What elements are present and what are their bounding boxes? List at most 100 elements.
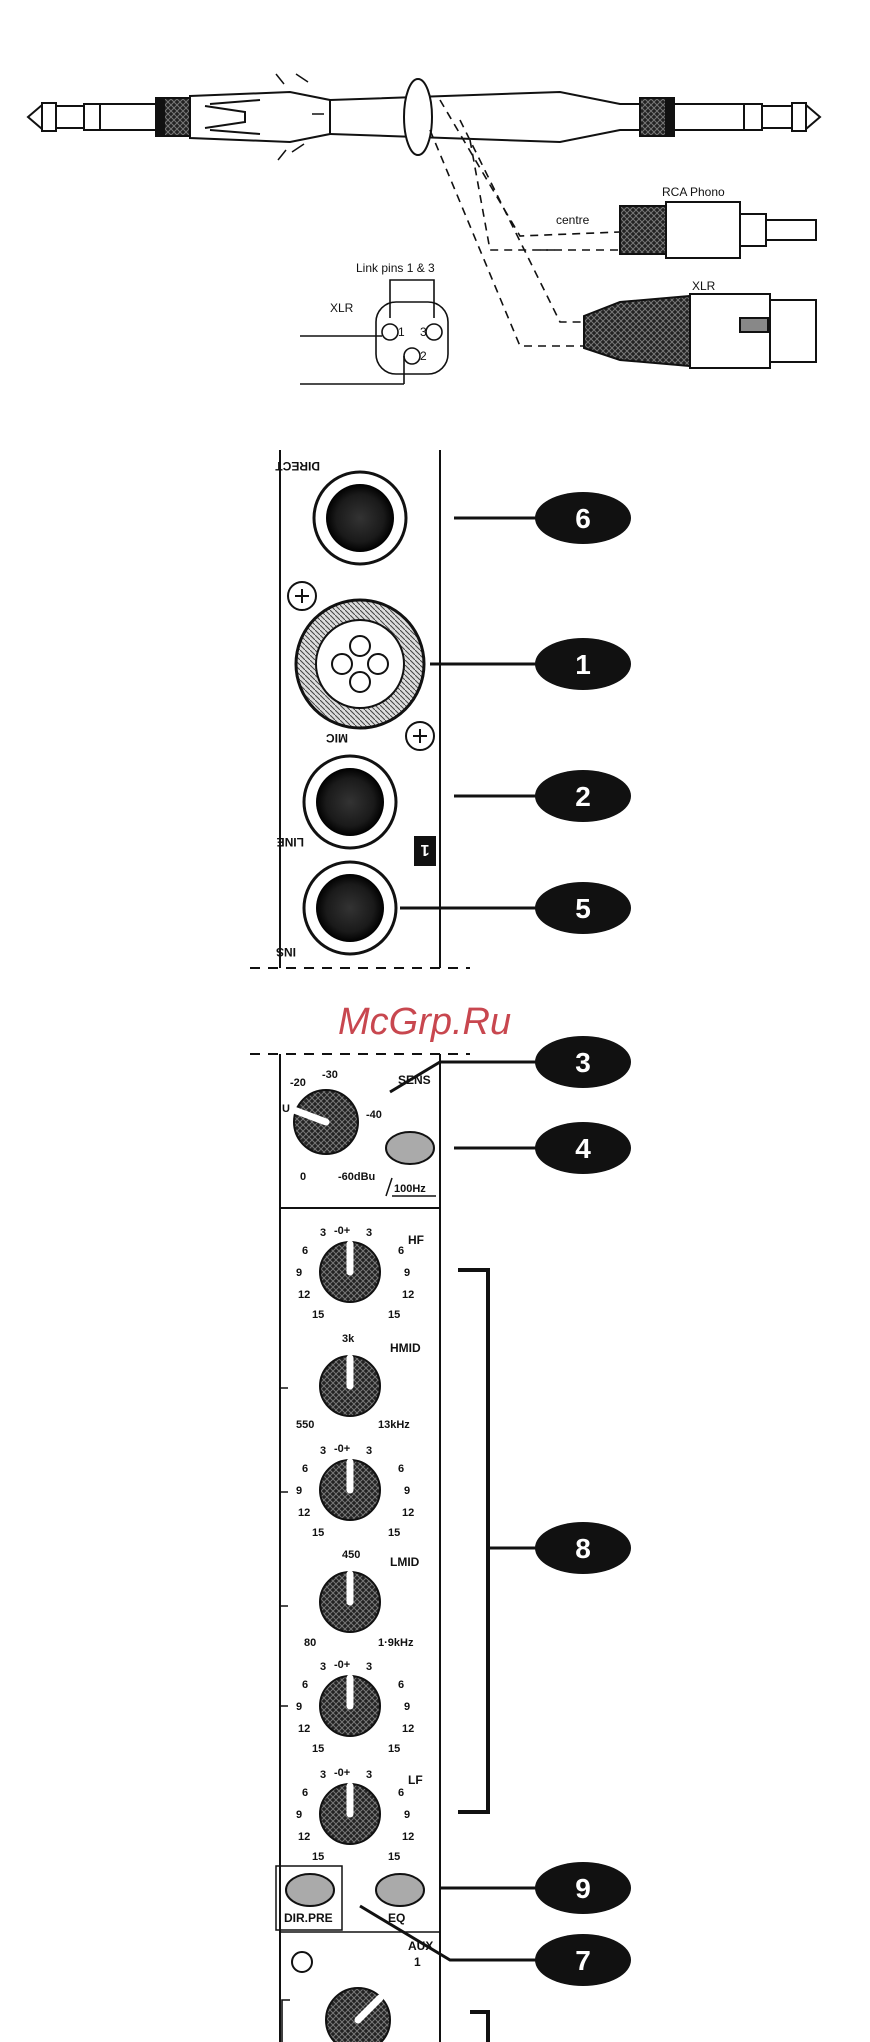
callout-1: 1 [535,638,631,690]
aux1-knob[interactable] [325,1987,391,2042]
hmid-label: HMID [390,1341,421,1355]
watermark: McGrp.Ru [338,1001,511,1043]
channel-number-badge [414,836,436,866]
rca-plug [619,201,817,259]
xlr-socket-label: XLR [330,301,354,315]
lf-scale-15r: 15 [388,1851,400,1863]
ins-jack[interactable] [302,860,398,956]
lf-scale-12r: 12 [402,1831,414,1843]
line-label: LINE [277,835,304,849]
callout-number: 7 [575,1945,591,1976]
dashed-wires [429,99,621,347]
callout-2: 2 [535,770,631,822]
sens-scale-40: -40 [366,1109,382,1121]
lmid-scale-3l: 3 [320,1661,326,1673]
sens-scale-0: 0 [300,1171,306,1183]
callout-number: 6 [575,503,591,534]
sens-knob[interactable] [290,1089,359,1155]
right-jack-plug [639,97,822,137]
hf-scale-12l: 12 [298,1289,310,1301]
eq-in-button[interactable] [375,1873,425,1907]
highpass-label: 100Hz [394,1183,426,1195]
hmid-scale-15r: 15 [388,1527,400,1539]
sens-scale-u: U [282,1103,290,1115]
callout-number: 3 [575,1047,591,1078]
lmid-gain-knob[interactable] [319,1674,381,1737]
channel-strip: SENS U -20 -30 -40 0 -60dBu 100Hz HF3-0+… [250,1053,470,2042]
hmid-scale-9l: 9 [296,1485,302,1497]
lf-scale-9l: 9 [296,1809,302,1821]
eq-in-label: EQ [388,1911,405,1925]
left-jack-plug [26,90,331,144]
lmid-freq-450: 450 [342,1549,360,1561]
lmid-label: LMID [390,1555,420,1569]
solder-marks [275,73,324,161]
channel-number: 1 [420,841,429,858]
rca-phono-label: RCA Phono [662,185,725,199]
lmid-scale-9l: 9 [296,1701,302,1713]
callout-number: 4 [575,1133,591,1164]
hmid-freq-13khz: 13kHz [378,1419,410,1431]
hmid-scale-3r: 3 [366,1445,372,1457]
callout-3: 3 [535,1036,631,1088]
hmid-gain-knob[interactable] [319,1458,381,1521]
hmid-scale-3l: 3 [320,1445,326,1457]
hf-scale-3r: 3 [366,1227,372,1239]
aux-label: AUX [408,1939,433,1953]
hf-scale-9l: 9 [296,1267,302,1279]
lf-gain-knob[interactable] [319,1782,381,1845]
highpass-100hz-button[interactable] [385,1131,435,1165]
lf-scale-6r: 6 [398,1787,404,1799]
hmid-scale-9r: 9 [404,1485,410,1497]
aux-led [291,1951,313,1973]
lf-scale-3l: 3 [320,1769,326,1781]
hf-scale-12r: 12 [402,1289,414,1301]
sens-scale-60: -60dBu [338,1171,375,1183]
callout-9: 9 [535,1862,631,1914]
pin3-label: 3 [420,325,427,339]
hmid-freq-knob[interactable] [319,1354,381,1417]
connector-panel: DIRECT MIC LINE 1 INS [250,450,470,969]
direct-jack[interactable] [312,470,408,566]
callout-7: 7 [535,1934,631,1986]
lf-label: LF [408,1773,423,1787]
callout-5: 5 [535,882,631,934]
lf-scale-12l: 12 [298,1831,310,1843]
lmid-scale-6l: 6 [302,1679,308,1691]
line-jack[interactable] [302,754,398,850]
lmid-scale-15r: 15 [388,1743,400,1755]
lf-scale-15l: 15 [312,1851,324,1863]
hf-scale-0: -0+ [334,1225,350,1237]
dir-pre-button[interactable] [285,1873,335,1907]
callout-number: 5 [575,893,591,924]
hf-scale-9r: 9 [404,1267,410,1279]
pin1-label: 1 [398,325,405,339]
hf-label: HF [408,1233,424,1247]
centre-label: centre [556,213,590,227]
lf-scale-0: -0+ [334,1767,350,1779]
xlr-plug-label: XLR [692,279,716,293]
hf-scale-6l: 6 [302,1245,308,1257]
hf-scale-15l: 15 [312,1309,324,1321]
callout-number: 8 [575,1533,591,1564]
dir-pre-label: DIR.PRE [284,1911,333,1925]
direct-label: DIRECT [275,459,320,473]
lf-scale-9r: 9 [404,1809,410,1821]
hf-gain-knob[interactable] [319,1240,381,1303]
sens-scale-30: -30 [322,1069,338,1081]
lmid-scale-0: -0+ [334,1659,350,1671]
hmid-freq-3k: 3k [342,1333,355,1345]
lmid-scale-15l: 15 [312,1743,324,1755]
hmid-scale-15l: 15 [312,1527,324,1539]
mic-xlr-socket[interactable] [287,581,435,751]
hmid-scale-12l: 12 [298,1507,310,1519]
hf-scale-3l: 3 [320,1227,326,1239]
callout-number: 2 [575,781,591,812]
sens-scale-20: -20 [290,1077,306,1089]
hmid-freq-550: 550 [296,1419,314,1431]
lmid-scale-9r: 9 [404,1701,410,1713]
lmid-freq-knob[interactable] [319,1570,381,1633]
callout-number: 9 [575,1873,591,1904]
